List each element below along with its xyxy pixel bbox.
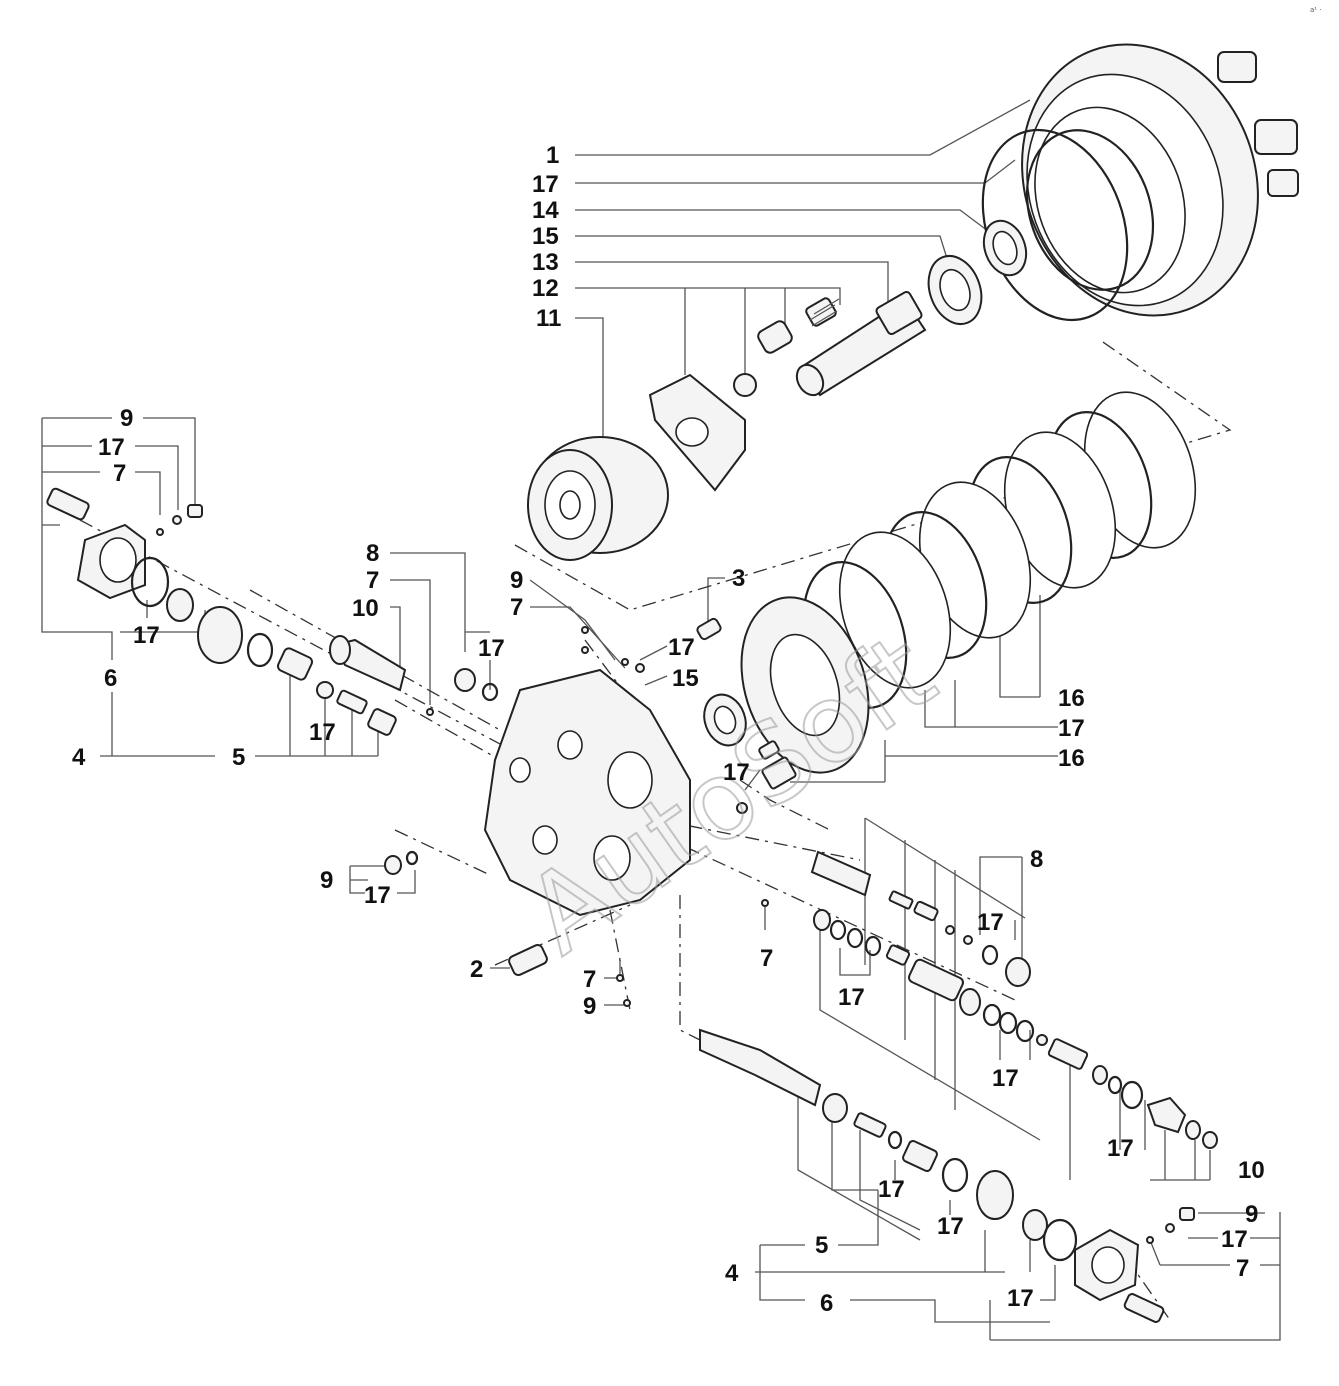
callout-center-7b: 7 xyxy=(510,594,523,621)
callout-spool-17b: 17 xyxy=(838,984,865,1011)
callout-center-10: 10 xyxy=(352,595,379,622)
callout-bottom-17b: 17 xyxy=(937,1213,964,1240)
callout-left-17b: 17 xyxy=(133,622,160,649)
callout-top-1: 1 xyxy=(546,142,559,169)
callout-top-12: 12 xyxy=(532,275,559,302)
callout-disc-16b: 16 xyxy=(1058,745,1085,772)
callout-spool-17d: 17 xyxy=(1107,1135,1134,1162)
callout-center-15: 15 xyxy=(672,665,699,692)
callout-center-3: 3 xyxy=(732,565,745,592)
part-15-bearing xyxy=(927,255,983,325)
callout-disc-17: 17 xyxy=(1058,715,1085,742)
part-left-flange xyxy=(46,487,397,736)
callout-left-5: 5 xyxy=(232,744,245,771)
part-11-cylinder-block xyxy=(527,436,669,561)
part-12-plate xyxy=(648,373,746,492)
part-15-bearing-small xyxy=(703,693,747,747)
callout-center-17a: 17 xyxy=(478,635,505,662)
callout-spool-8: 8 xyxy=(1030,846,1043,873)
callout-left-7: 7 xyxy=(113,460,126,487)
leader-lines xyxy=(41,99,1281,1341)
callout-bottom-17a: 17 xyxy=(878,1176,905,1203)
callout-top-15: 15 xyxy=(532,223,559,250)
callout-center-7a: 7 xyxy=(366,567,379,594)
callout-center-17b: 17 xyxy=(668,634,695,661)
part-17-small-ring xyxy=(736,802,748,814)
callout-disc-16a: 16 xyxy=(1058,685,1085,712)
callout-bottom-4: 4 xyxy=(725,1260,739,1287)
callout-bottom-9: 9 xyxy=(1245,1201,1258,1228)
part-14-seal xyxy=(982,219,1028,277)
callout-left-4: 4 xyxy=(72,744,86,771)
callout-labels: 1 17 14 15 13 12 11 9 17 7 17 6 4 5 17 8… xyxy=(72,142,1265,1317)
callout-left-9: 9 xyxy=(120,405,133,432)
corner-mark: a¹ · xyxy=(1310,6,1322,14)
part-2-bolt xyxy=(508,943,548,977)
callout-bottom-17c: 17 xyxy=(1007,1285,1034,1312)
part-16-17-disc-stack xyxy=(740,391,1197,774)
callout-center-17c: 17 xyxy=(723,759,750,786)
callout-spool-10: 10 xyxy=(1238,1157,1265,1184)
callout-top-14: 14 xyxy=(532,197,559,224)
callout-left-17a: 17 xyxy=(98,434,125,461)
part-10-shaft xyxy=(329,635,407,692)
part-13-shaft xyxy=(795,290,927,397)
callout-bottom-5: 5 xyxy=(815,1232,828,1259)
callout-center-9: 9 xyxy=(510,567,523,594)
callout-left-6: 6 xyxy=(104,665,117,692)
callout-bottom-17d: 17 xyxy=(1221,1226,1248,1253)
part-right-spool xyxy=(810,850,1218,1149)
part-3-pin xyxy=(696,617,797,790)
callout-housing-2: 2 xyxy=(470,956,483,983)
callout-housing-9b: 9 xyxy=(583,993,596,1020)
part-7-dot xyxy=(426,708,434,716)
part-7-dot-lower xyxy=(616,974,624,982)
callout-left-17c: 17 xyxy=(309,719,336,746)
callout-bottom-7: 7 xyxy=(1236,1255,1249,1282)
part-1-housing xyxy=(1021,43,1299,317)
part-bottom-spool xyxy=(699,1028,1195,1323)
callout-top-17: 17 xyxy=(532,171,559,198)
callout-spool-17c: 17 xyxy=(992,1065,1019,1092)
part-12-spring-pin xyxy=(733,297,840,397)
callout-top-11: 11 xyxy=(536,305,561,332)
part-valve-housing xyxy=(483,626,691,917)
part-8-plug xyxy=(454,668,499,702)
callout-bottom-6: 6 xyxy=(820,1290,833,1317)
callout-housing-9a: 9 xyxy=(320,867,333,894)
part-9-dot-lower xyxy=(623,999,631,1007)
callout-center-8: 8 xyxy=(366,540,379,567)
callout-spool-17a: 17 xyxy=(977,909,1004,936)
part-9-left-plug xyxy=(384,850,419,875)
callout-housing-7a: 7 xyxy=(583,966,596,993)
callout-housing-7b: 7 xyxy=(760,945,773,972)
part-7-dot-right xyxy=(761,899,769,907)
callout-housing-17: 17 xyxy=(364,882,391,909)
callout-top-13: 13 xyxy=(532,249,559,276)
